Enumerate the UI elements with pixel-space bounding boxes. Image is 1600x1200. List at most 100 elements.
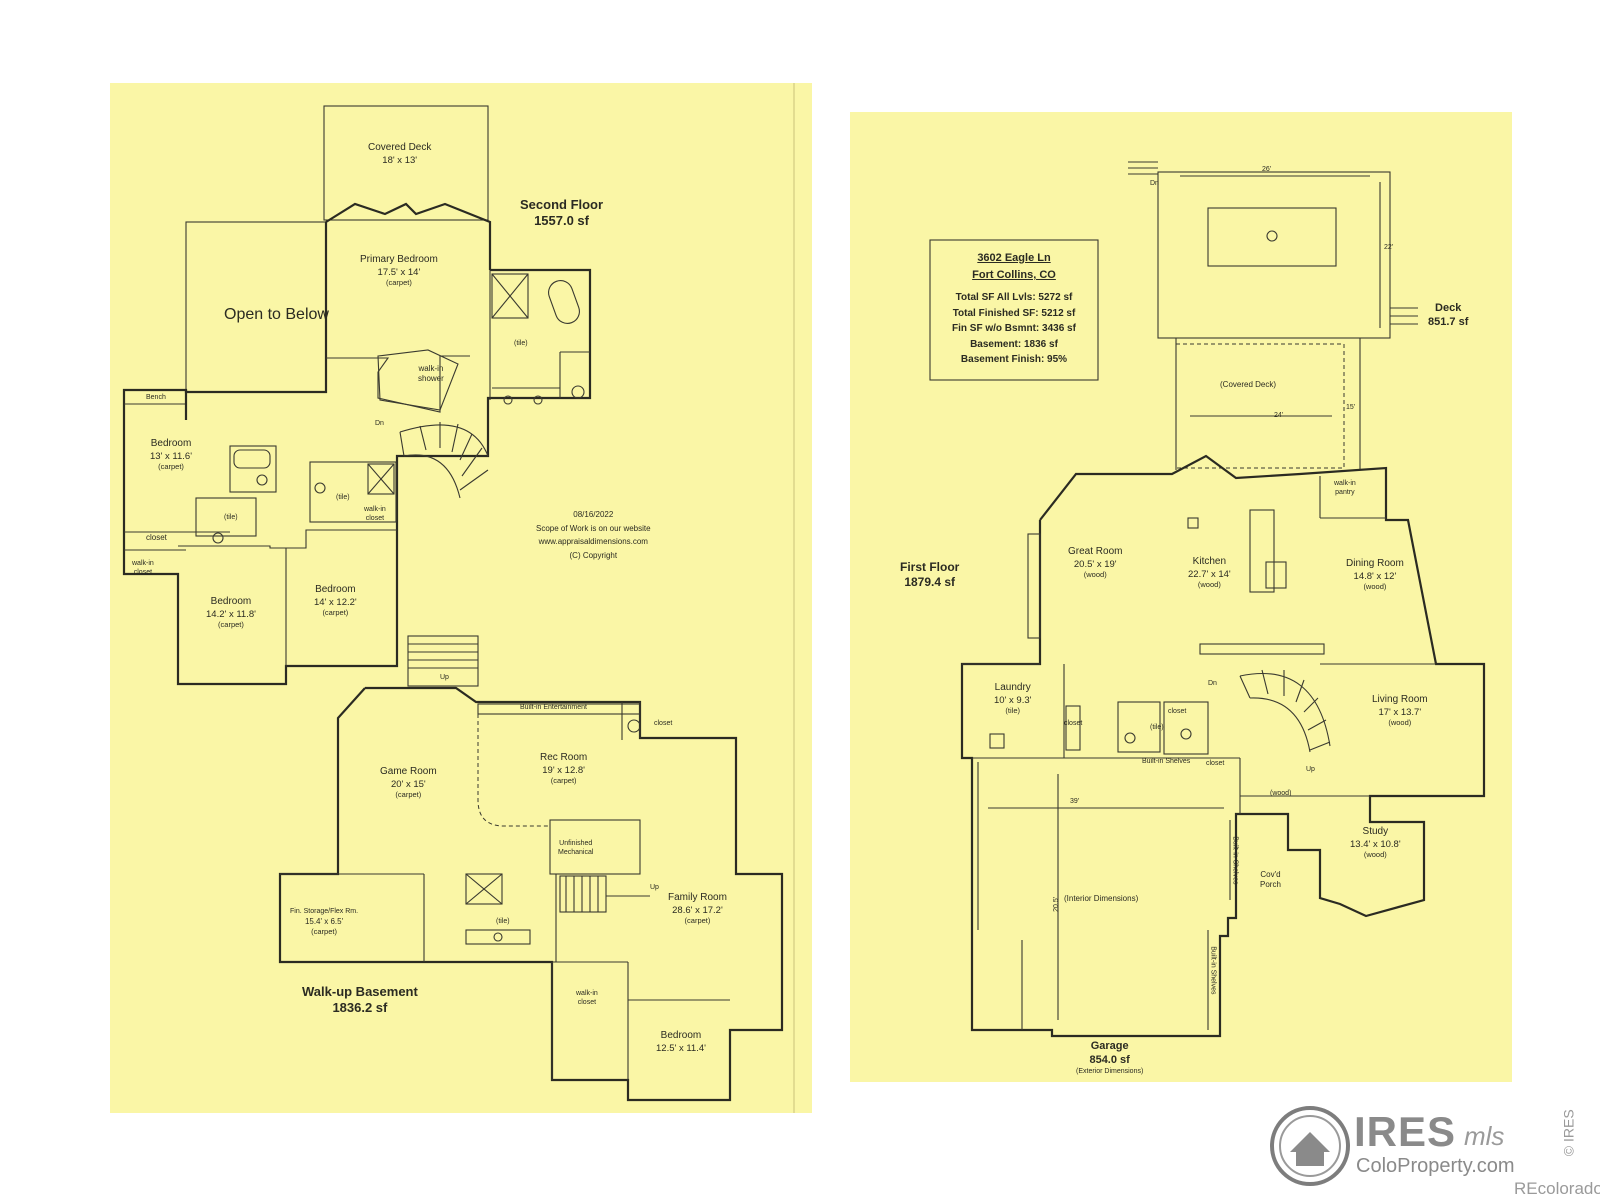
room-dims: 14' x 12.2': [314, 596, 357, 608]
room-name: Living Room: [1372, 694, 1428, 705]
basement-title: Walk-up Basement: [302, 984, 418, 999]
logo-vertical: © IRES: [1560, 1109, 1577, 1157]
deck-dim-side: 22': [1384, 244, 1394, 251]
closet-label: closet: [146, 533, 167, 542]
covered-deck-label: (Covered Deck): [1220, 380, 1277, 389]
room-dims: 20' x 15': [390, 778, 426, 790]
info-address: 3602 Eagle Ln: [977, 252, 1051, 264]
room-line1: walk-in: [576, 990, 598, 997]
room-name: Fin. Storage/Flex Rm.: [290, 908, 359, 915]
room-name: Rec Room: [540, 752, 588, 763]
right-floorplan-sheet: [850, 112, 1512, 1082]
deck-area: 851.7 sf: [1428, 315, 1469, 328]
first-stair-up: Up: [1306, 766, 1315, 773]
room-living-room: Living Room 17' x 13.7' (wood): [1372, 694, 1428, 728]
room-covered-porch: Cov'd Porch: [1260, 870, 1281, 890]
room-fin-storage: Fin. Storage/Flex Rm. 15.4' x 6.5' (carp…: [290, 908, 358, 936]
room-dims: 12.5' x 11.4': [656, 1042, 706, 1054]
logo-mls: mls: [1464, 1121, 1505, 1151]
note-copyright: (C) Copyright: [569, 550, 618, 560]
room-study: Study 13.4' x 10.8' (wood): [1350, 826, 1401, 860]
room-name: Dining Room: [1346, 558, 1404, 569]
room-floor: (carpet): [395, 790, 422, 800]
builtin-shelves-label: Built-in Shelves: [1142, 758, 1191, 765]
room-dims: 17' x 13.7': [1378, 706, 1422, 718]
room-line1: Cov'd: [1260, 870, 1281, 879]
first-floor-plan: [960, 454, 1486, 1038]
room-bedroom-nw: Bedroom 13' x 11.6' (carpet): [150, 438, 192, 472]
room-kitchen: Kitchen 22.7' x 14' (wood): [1188, 556, 1231, 590]
deck-dim-top: 26': [1262, 166, 1272, 173]
room-floor: (wood): [1197, 580, 1221, 590]
scope-notes: 08/16/2022 Scope of Work is on our websi…: [536, 508, 651, 562]
room-name: Game Room: [380, 766, 437, 777]
room-dims: 14.8' x 12': [1353, 570, 1397, 582]
first-floor-title-block: First Floor 1879.4 sf: [900, 560, 959, 590]
stair-dn-label: Dn: [375, 420, 384, 427]
logo-brand: IRES: [1354, 1108, 1457, 1155]
room-walkin-closet-w: walk-in closet: [132, 560, 154, 578]
room-floor: (tile): [1005, 706, 1021, 716]
info-total-all: Total SF All Lvls: 5272 sf: [955, 292, 1073, 304]
room-great-room: Great Room 20.5' x 19' (wood): [1068, 546, 1122, 580]
room-family-room: Family Room 28.6' x 17.2' (carpet): [668, 892, 727, 926]
room-line1: walk-in: [132, 560, 154, 567]
room-dims: 14.2' x 11.8': [206, 608, 256, 620]
room-dims: 17.5' x 14': [377, 266, 421, 278]
hall-bath-floor: (tile): [224, 514, 238, 521]
room-walkin-shower: walk-in shower: [418, 364, 444, 384]
garage-shelves-a: Built-in Shelves: [1231, 836, 1239, 885]
room-floor: (carpet): [550, 776, 577, 786]
room-bsmt-walkin-closet: walk-in closet: [576, 990, 598, 1008]
garage-shelves-b: Built-in Shelves: [1209, 946, 1217, 995]
garage-interior-label: (Interior Dimensions): [1064, 894, 1139, 903]
garage-area: 854.0 sf: [1089, 1053, 1130, 1066]
covered-deck-dim-side: 15': [1346, 404, 1356, 411]
room-covered-deck: Covered Deck 18' x 13': [368, 142, 431, 166]
room-line2: pantry: [1335, 488, 1355, 496]
room-bedroom-sw: Bedroom 14.2' x 11.8' (carpet): [206, 596, 256, 630]
room-name: Study: [1362, 826, 1389, 837]
second-floor-area: 1557.0 sf: [534, 213, 589, 229]
info-basement-finish: Basement Finish: 95%: [960, 354, 1068, 366]
ires-house-icon: [1270, 1106, 1350, 1186]
logo-credit: REcolorado: [1514, 1179, 1600, 1198]
left-floorplan-sheet: [110, 83, 812, 1113]
info-basement: Basement: 1836 sf: [970, 338, 1058, 350]
first-bath-floor: (tile): [1150, 724, 1164, 731]
room-name: Covered Deck: [368, 142, 432, 153]
room-name: Kitchen: [1192, 556, 1227, 567]
room-line1: walk-in: [418, 364, 444, 373]
room-dims: 20.5' x 19': [1073, 558, 1117, 570]
room-dims: 22.7' x 14': [1188, 568, 1231, 580]
room-line2: closet: [365, 514, 385, 522]
basement-title-block: Walk-up Basement 1836.2 sf: [302, 984, 418, 1017]
second-floor-title-block: Second Floor 1557.0 sf: [520, 197, 603, 230]
room-floor: (wood): [1388, 718, 1412, 728]
note-scope: Scope of Work is on our website: [536, 523, 651, 533]
garage-dim-w: 39': [1070, 798, 1080, 805]
room-dims: 18' x 13': [382, 154, 418, 166]
second-floor-title: Second Floor: [520, 197, 604, 212]
room-dining-room: Dining Room 14.8' x 12' (wood): [1346, 558, 1404, 592]
room-dims: 15.4' x 6.5': [304, 916, 344, 926]
room-floor: (carpet): [158, 462, 184, 472]
bsmt-closet: closet: [654, 720, 673, 727]
room-line2: Mechanical: [558, 848, 594, 856]
info-total-finished: Total Finished SF: 5212 sf: [952, 307, 1076, 319]
room-dims: 10' x 9.3': [994, 694, 1032, 706]
garage-title-block: Garage 854.0 sf (Exterior Dimensions): [1076, 1040, 1143, 1076]
room-floor: (carpet): [322, 608, 349, 618]
bsmt-stair-up2: Up: [650, 884, 659, 891]
room-name: Bedroom: [315, 584, 356, 595]
covered-deck-dim: 24': [1274, 412, 1284, 419]
room-mechanical: Unfinished Mechanical: [558, 840, 593, 858]
property-info-box: 3602 Eagle Ln Fort Collins, CO Total SF …: [938, 250, 1090, 368]
room-primary-bedroom: Primary Bedroom 17.5' x 14' (carpet): [360, 254, 438, 288]
room-walkin-pantry: walk-in pantry: [1334, 480, 1356, 498]
room-name: Laundry: [994, 682, 1031, 693]
info-fin-wo-bsmt: Fin SF w/o Bsmnt: 3436 sf: [952, 323, 1076, 335]
room-floor: (wood): [1363, 582, 1387, 592]
note-website: www.appraisaldimensions.com: [538, 537, 648, 547]
